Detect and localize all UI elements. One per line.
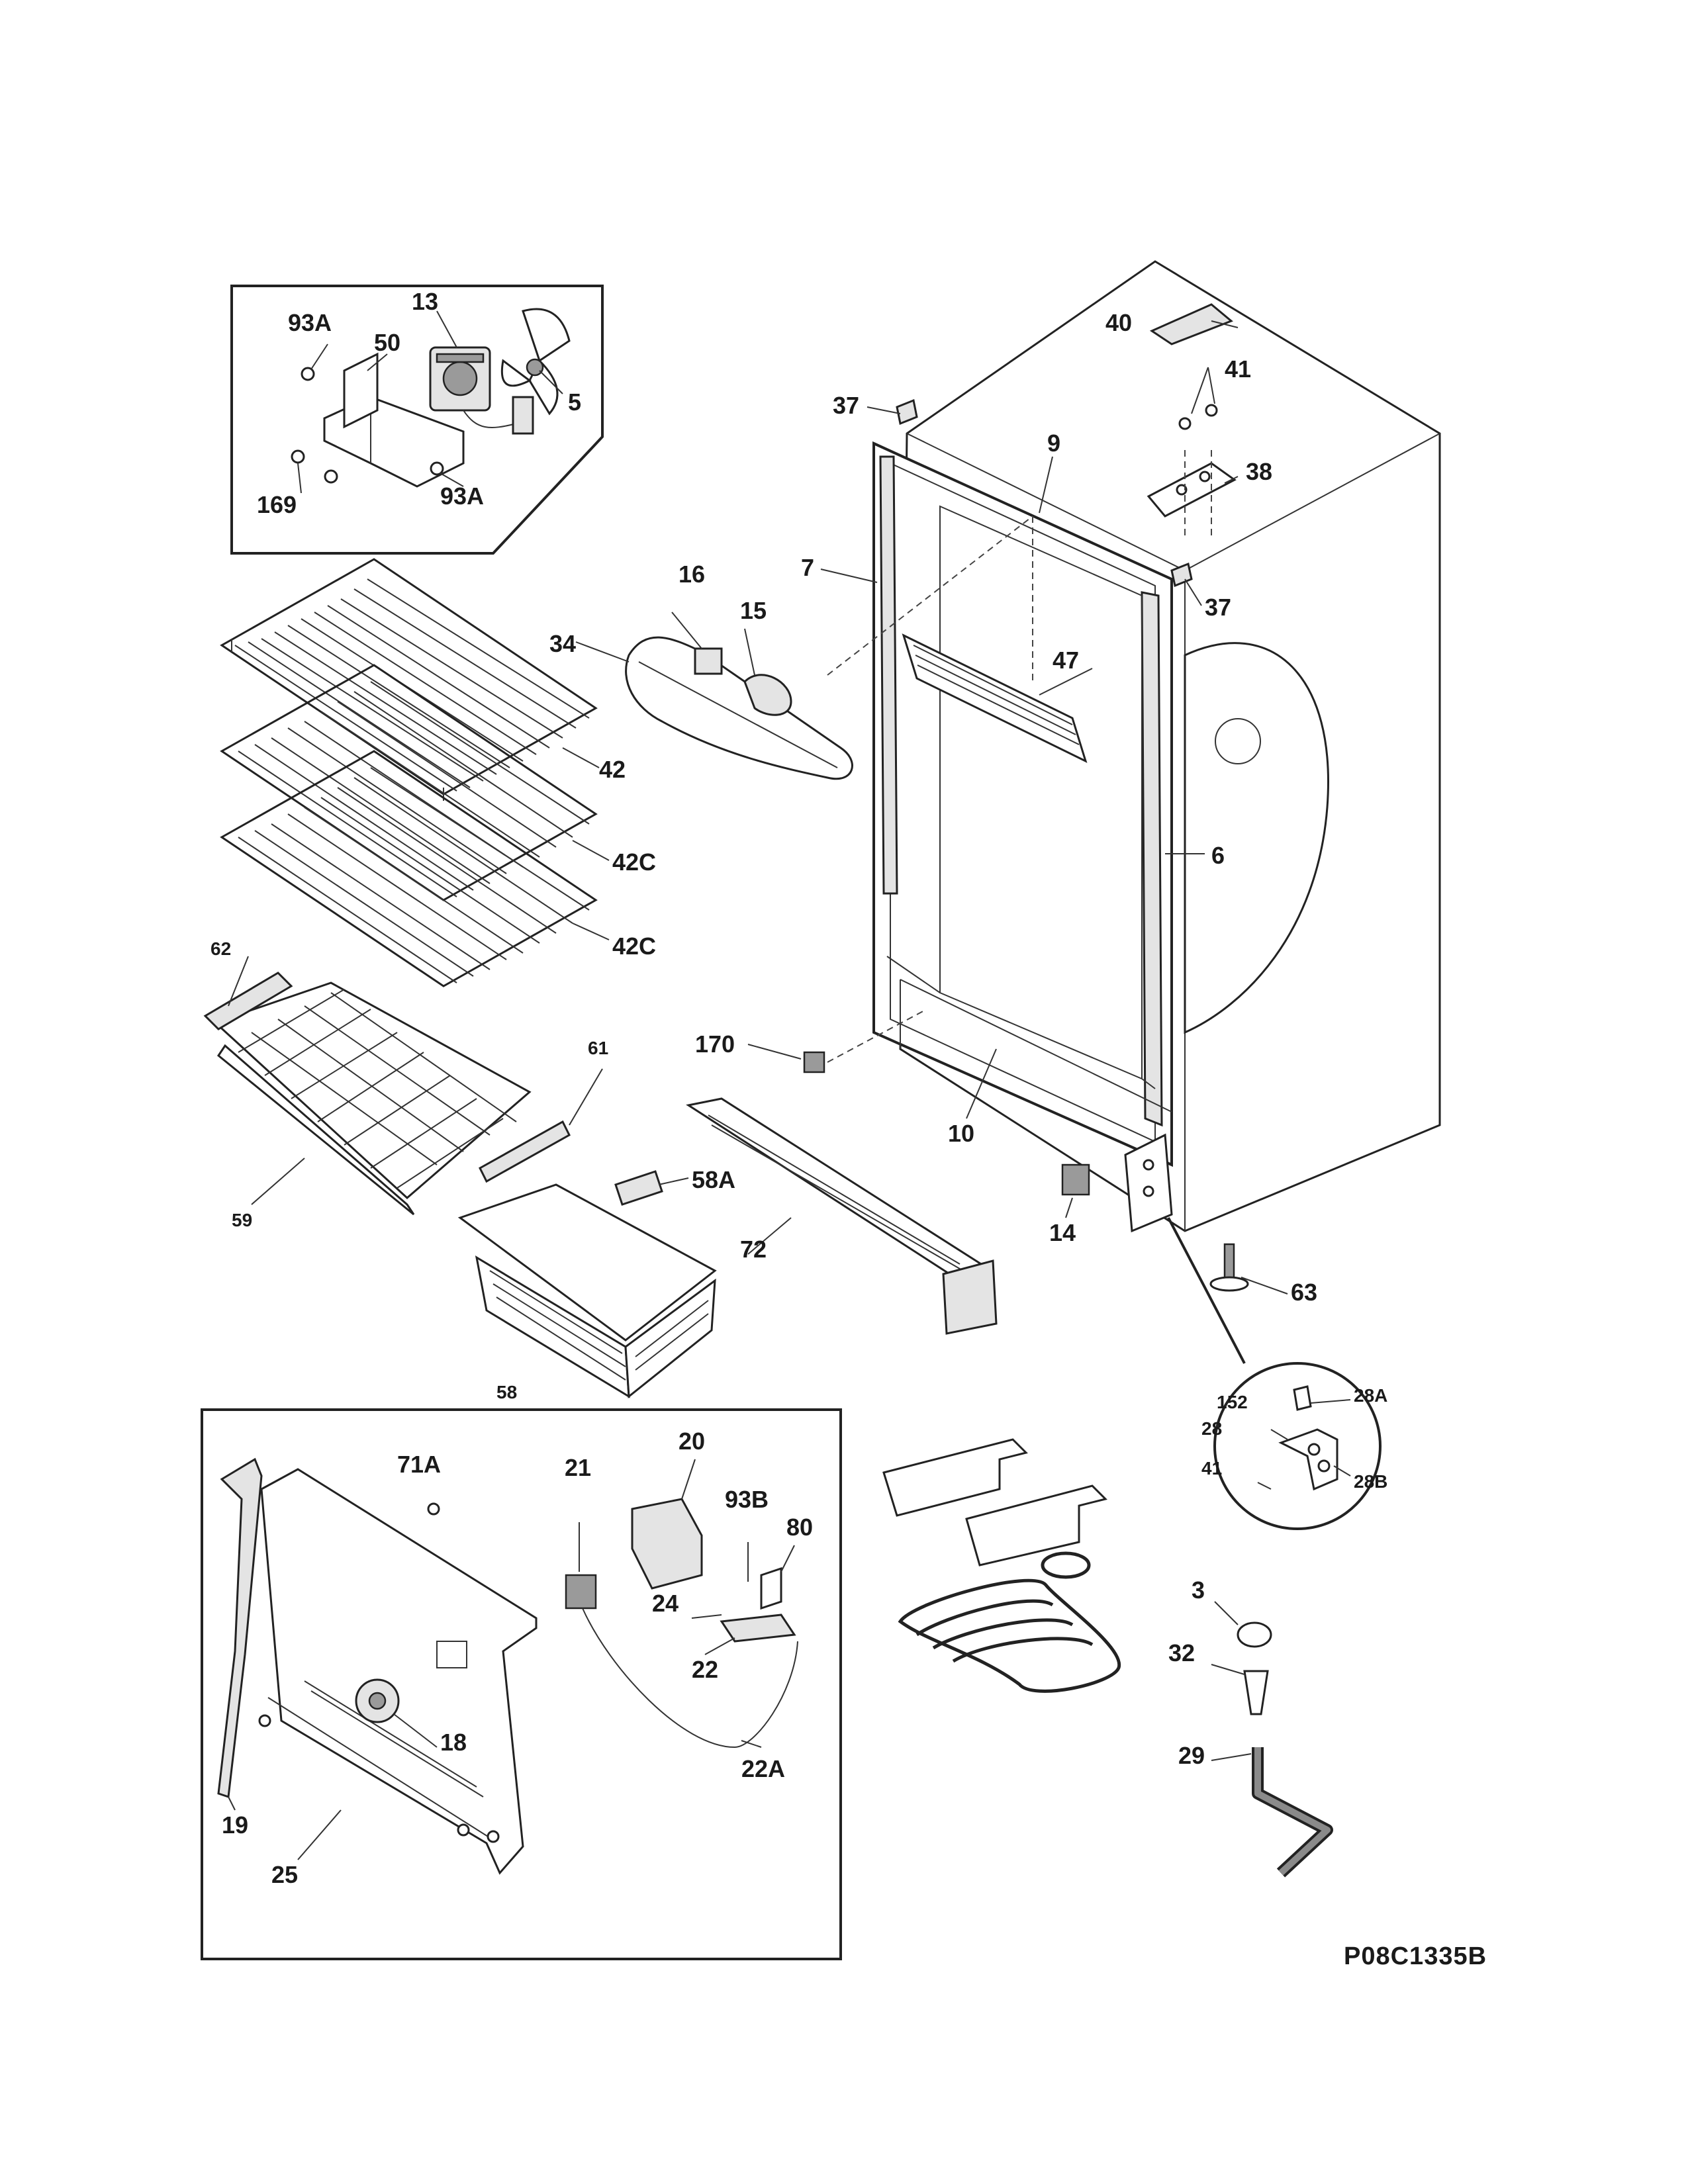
callout-93a-bottom[interactable]: 93A	[440, 482, 485, 510]
callout-59[interactable]: 59	[232, 1210, 253, 1230]
defrost-heater-cover-part[interactable]	[631, 1498, 703, 1590]
divider-58a[interactable]	[614, 1170, 663, 1206]
callout-22a[interactable]: 22A	[741, 1755, 786, 1782]
callout-93b[interactable]: 93B	[725, 1486, 769, 1513]
callout-5[interactable]: 5	[568, 388, 582, 416]
diagram-reference-number: P08C1335B	[1344, 1942, 1487, 1970]
callout-58a[interactable]: 58A	[692, 1166, 736, 1193]
callout-14[interactable]: 14	[1049, 1219, 1076, 1246]
callout-169[interactable]: 169	[257, 491, 297, 518]
cover-gasket-part[interactable]	[217, 1457, 263, 1799]
callout-170[interactable]: 170	[695, 1030, 735, 1058]
callout-40[interactable]: 40	[1105, 309, 1133, 336]
callout-71a[interactable]: 71A	[397, 1451, 442, 1478]
callout-7[interactable]: 7	[801, 554, 815, 581]
evaporator-cover-part[interactable]	[260, 1468, 538, 1875]
heater-bracket-part[interactable]	[720, 1614, 796, 1643]
callout-93a-top[interactable]: 93A	[288, 309, 332, 336]
callout-24[interactable]: 24	[652, 1590, 679, 1617]
toe-grille-part[interactable]	[686, 1097, 998, 1335]
callout-63[interactable]: 63	[1291, 1279, 1318, 1306]
wire-harness-part[interactable]	[582, 1608, 798, 1749]
callout-21[interactable]: 21	[565, 1454, 592, 1481]
defrost-heater-part[interactable]	[882, 1438, 1121, 1693]
defrost-thermostat-part[interactable]	[565, 1574, 597, 1610]
light-shield-part[interactable]	[625, 636, 853, 780]
callout-13[interactable]: 13	[412, 288, 439, 315]
light-socket-part[interactable]	[694, 647, 723, 675]
basket-58[interactable]	[457, 1183, 717, 1398]
callout-32[interactable]: 32	[1168, 1639, 1196, 1666]
callout-25[interactable]: 25	[271, 1861, 299, 1888]
callout-50[interactable]: 50	[374, 329, 401, 356]
callout-58[interactable]: 58	[496, 1382, 518, 1402]
drain-cap-part[interactable]	[1237, 1621, 1272, 1648]
callout-10[interactable]: 10	[948, 1120, 975, 1147]
bottom-hinge-part[interactable]	[1124, 1133, 1173, 1233]
basket-divider-61[interactable]	[479, 1120, 571, 1183]
wire-shelf-42c-a[interactable]	[220, 664, 598, 901]
wire-shelf-42[interactable]	[220, 558, 598, 801]
wire-shelves	[220, 558, 610, 987]
fan-blade-part[interactable]	[500, 308, 571, 416]
callout-42[interactable]: 42	[599, 756, 626, 783]
fan-motor-inset	[230, 285, 604, 555]
callout-20[interactable]: 20	[679, 1428, 706, 1455]
callout-16[interactable]: 16	[679, 561, 706, 588]
callout-18[interactable]: 18	[440, 1729, 467, 1756]
callout-41-top[interactable]: 41	[1225, 355, 1252, 383]
callout-61[interactable]: 61	[588, 1038, 609, 1058]
hinge-detail-inset	[1213, 1362, 1382, 1530]
wire-shelf-42c-b[interactable]	[220, 750, 598, 987]
callout-42c-a[interactable]: 42C	[612, 848, 657, 876]
callout-9[interactable]: 9	[1047, 430, 1061, 457]
callout-37-left[interactable]: 37	[833, 392, 860, 419]
callout-15[interactable]: 15	[740, 597, 767, 624]
callout-37-right[interactable]: 37	[1205, 594, 1232, 621]
drain-tube-assembly	[1211, 1601, 1333, 1878]
top-hinge-part[interactable]	[1147, 462, 1237, 518]
drain-funnel-part[interactable]	[1243, 1670, 1269, 1715]
callout-6[interactable]: 6	[1211, 842, 1225, 869]
callout-22[interactable]: 22	[692, 1656, 719, 1683]
callout-72[interactable]: 72	[740, 1236, 767, 1263]
callout-41-hinge[interactable]: 41	[1201, 1458, 1223, 1479]
callout-80[interactable]: 80	[786, 1514, 814, 1541]
callout-3[interactable]: 3	[1192, 1576, 1205, 1604]
callout-34[interactable]: 34	[549, 630, 577, 657]
callout-38[interactable]: 38	[1246, 458, 1273, 485]
callout-29[interactable]: 29	[1178, 1742, 1205, 1769]
door-switch-part[interactable]	[1061, 1163, 1090, 1196]
fan-motor-part[interactable]	[429, 346, 491, 412]
evaporator-cover-inset	[201, 1408, 842, 1960]
callout-47[interactable]: 47	[1053, 647, 1080, 674]
callout-28b[interactable]: 28B	[1354, 1471, 1388, 1492]
light-bulb-part[interactable]	[743, 674, 792, 716]
callout-152[interactable]: 152	[1217, 1392, 1248, 1412]
callout-62[interactable]: 62	[211, 938, 232, 959]
leveling-leg-part[interactable]	[1209, 1243, 1249, 1292]
callout-42c-b[interactable]: 42C	[612, 933, 657, 960]
callout-28[interactable]: 28	[1201, 1418, 1223, 1439]
callout-28a[interactable]: 28A	[1354, 1385, 1388, 1406]
hinge-cover-part[interactable]	[1149, 303, 1233, 345]
basket-59[interactable]	[203, 972, 532, 1216]
callout-19[interactable]: 19	[222, 1811, 249, 1839]
door-shelf-part[interactable]	[902, 633, 1088, 763]
evaporator-fan-part[interactable]	[355, 1678, 400, 1723]
cabinet-assembly	[575, 260, 1441, 1232]
